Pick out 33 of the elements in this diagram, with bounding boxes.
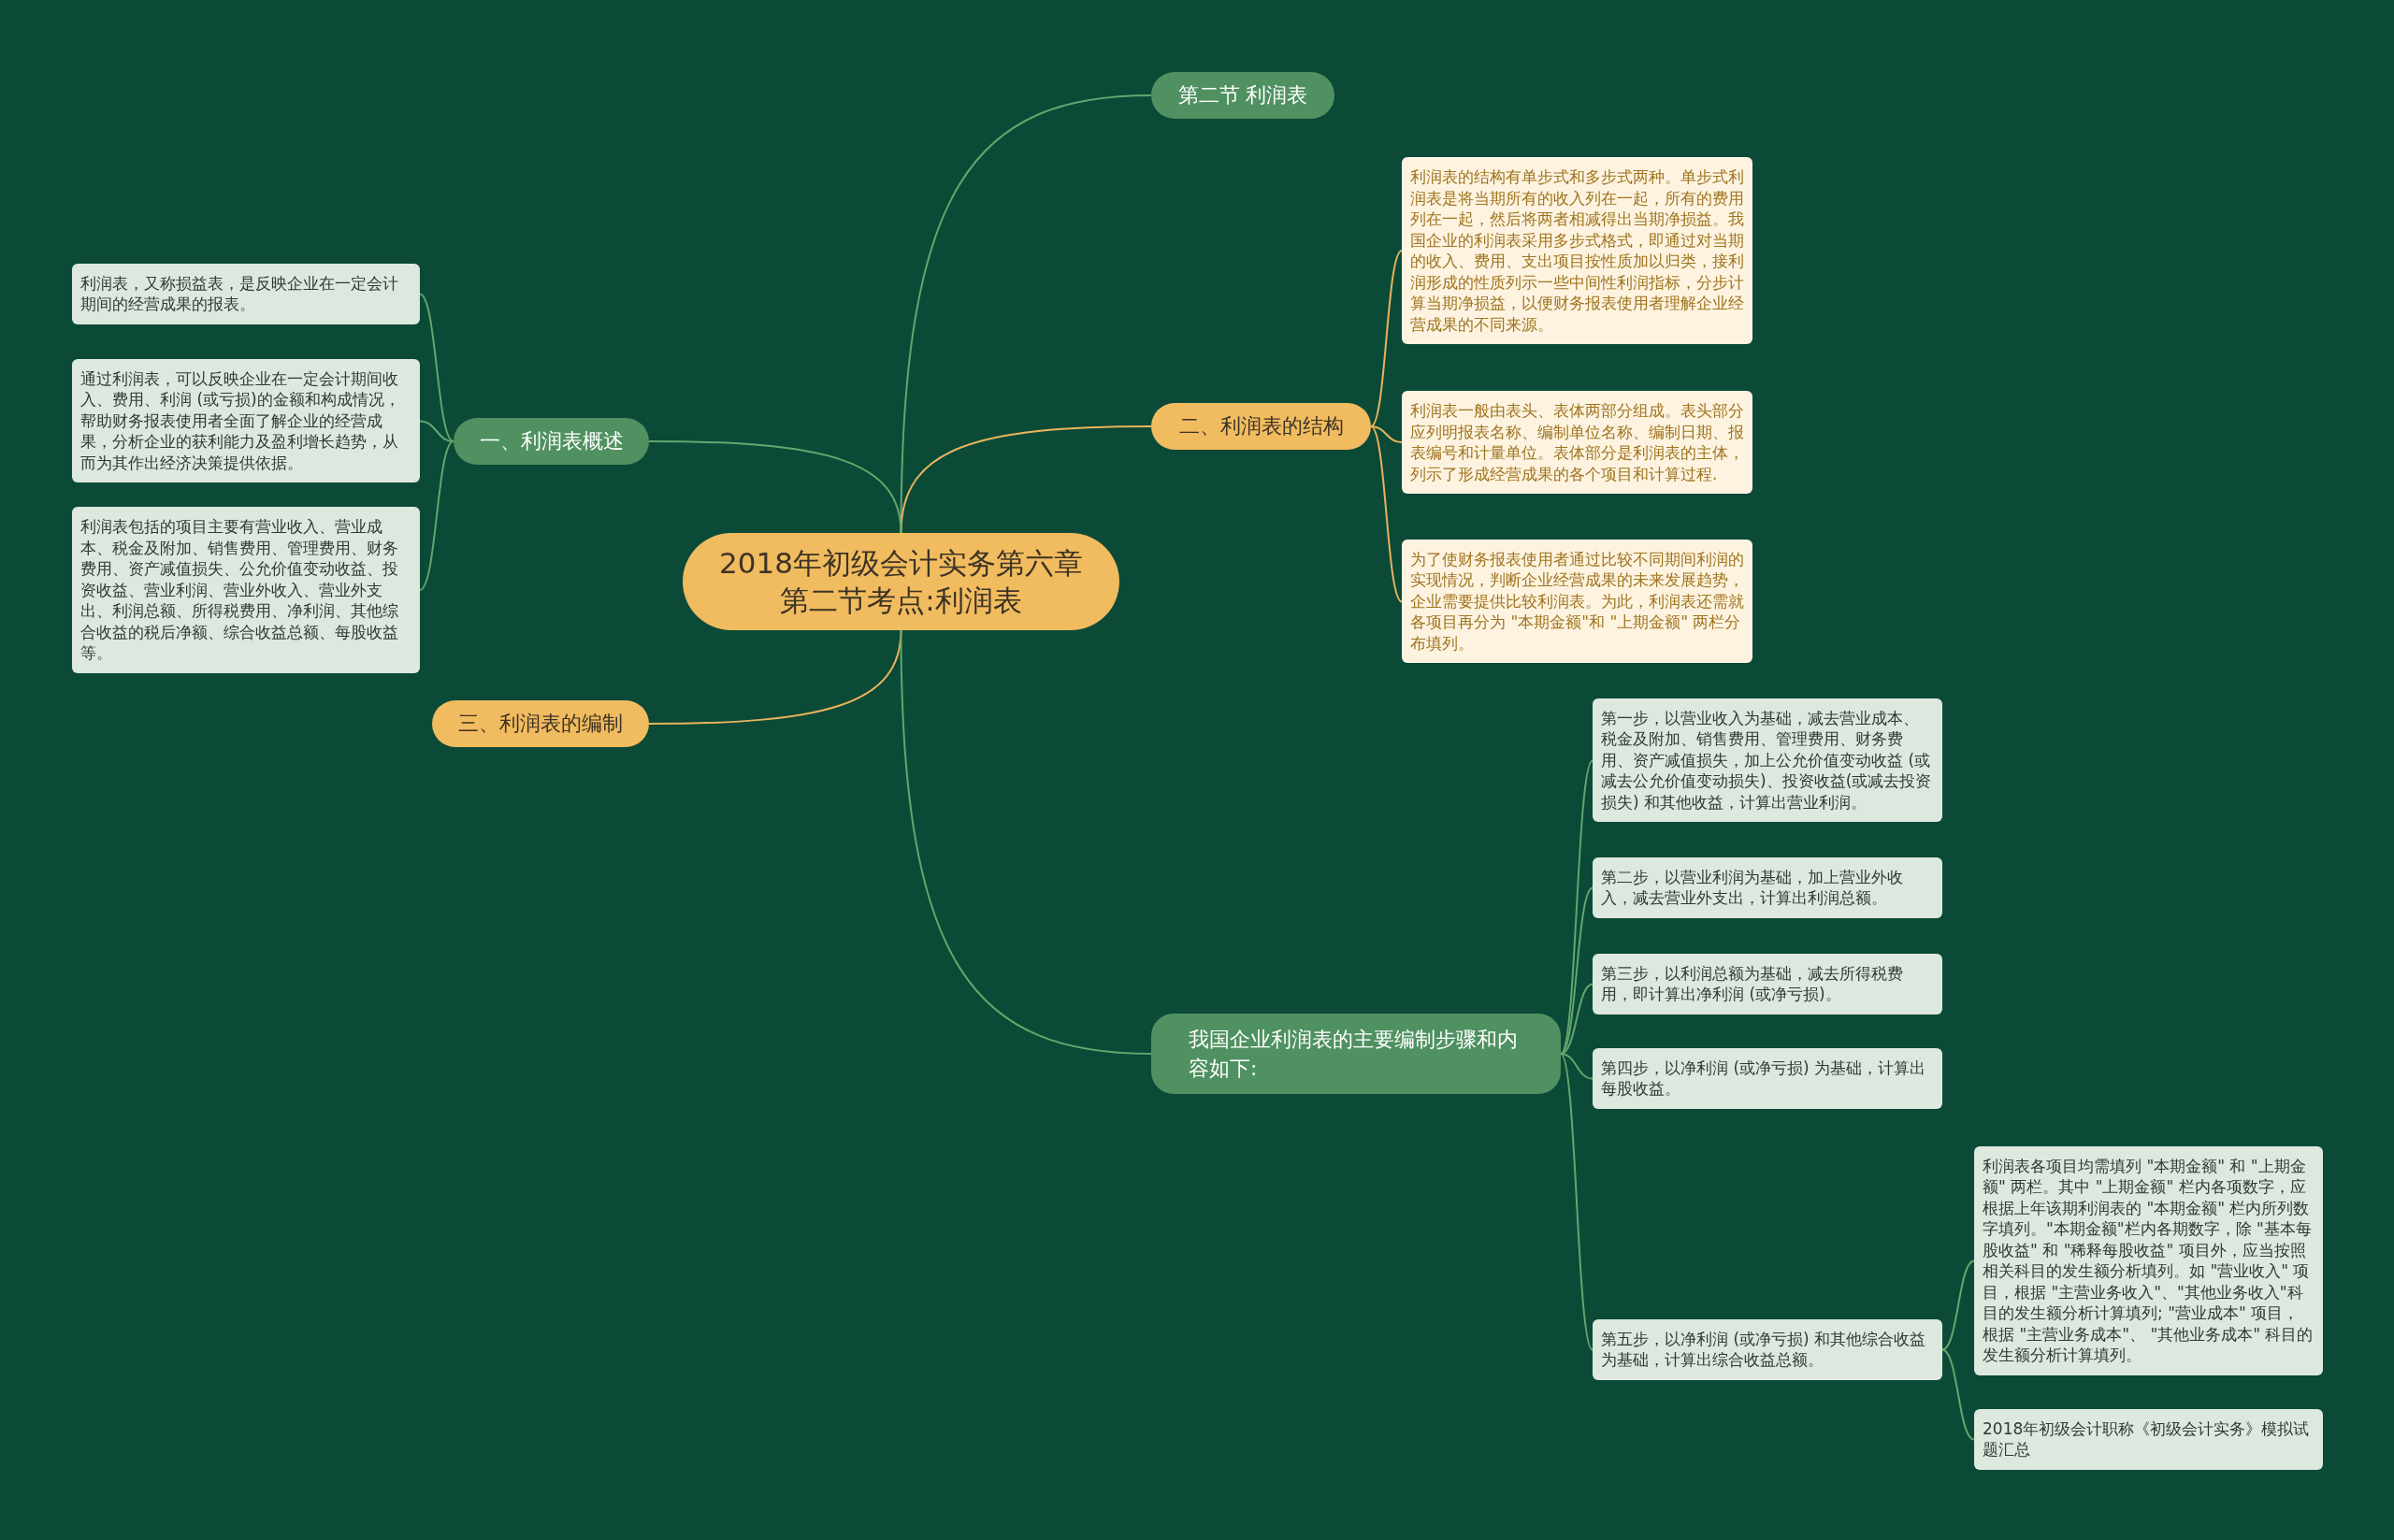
connector-line [419, 293, 454, 442]
note-box: 为了使财务报表使用者通过比较不同期间利润的实现情况，判断企业经营成果的未来发展趋势，企业需要提供比较利润表。为此，利润表还需就各项目再分为 "本期金额"和 "上期金额" 两栏分布填列。 [1402, 539, 1752, 663]
connector-line [648, 629, 902, 725]
connector-line [1560, 1053, 1594, 1080]
topic-box: 我国企业利润表的主要编制步骤和内容如下: [1151, 1014, 1561, 1094]
topic-pill: 二、利润表的结构 [1151, 403, 1371, 450]
note-box: 利润表包括的项目主要有营业收入、营业成本、税金及附加、销售费用、管理费用、财务费用、资产减值损失、公允价值变动收益、投资收益、营业利润、营业外收入、营业外支出、利润总额、所得税费用、净利润、其他综合收益的税后净额、综合收益总额、每股收益等。 [72, 507, 420, 673]
note-box: 第四步，以净利润 (或净亏损) 为基础，计算出每股收益。 [1593, 1047, 1942, 1109]
connector-line [1941, 1348, 1975, 1441]
topic-pill: 三、利润表的编制 [432, 700, 649, 747]
note-box: 第五步，以净利润 (或净亏损) 和其他综合收益为基础，计算出综合收益总额。 [1593, 1318, 1942, 1380]
connector-line [1370, 425, 1403, 603]
connector-line [1370, 250, 1403, 427]
note-box: 第一步，以营业收入为基础，减去营业成本、税金及附加、销售费用、管理费用、财务费用、资产减值损失，加上公允价值变动收益 (或减去公允价值变动损失)、投资收益(或减去投资损失) 和其他收益，计算出营业利润。 [1593, 698, 1942, 822]
note-box: 2018年初级会计职称《初级会计实务》模拟试题汇总 [1974, 1408, 2323, 1470]
note-box: 第二步，以营业利润为基础，加上营业外收入，减去营业外支出，计算出利润总额。 [1593, 856, 1942, 918]
connector-line [1941, 1259, 1975, 1351]
note-box: 利润表一般由表头、表体两部分组成。表头部分应列明报表名称、编制单位名称、编制日期、报表编号和计量单位。表体部分是利润表的主体，列示了形成经营成果的各个项目和计算过程. [1402, 391, 1752, 494]
note-box: 利润表的结构有单步式和多步式两种。单步式利润表是将当期所有的收入列在一起，所有的费用列在一起，然后将两者相减得出当期净损益。我国企业的利润表采用多步式格式，即通过对当期的收入、费用、支出项目按性质加以归类，接利润形成的性质列示一些中间性利润指标，分步计算当期净损益，以便财务报表使用者理解企业经营成果的不同来源。 [1402, 157, 1752, 344]
connector-line [900, 629, 1152, 1055]
connector-line [900, 425, 1152, 534]
note-box: 利润表，又称损益表，是反映企业在一定会计期间的经营成果的报表。 [72, 263, 420, 324]
connector-line [419, 440, 454, 591]
note-box: 通过利润表，可以反映企业在一定会计期间收入、费用、利润 (或亏损)的金额和构成情况，帮助财务报表使用者全面了解企业的经营成果，分析企业的获利能力及盈利增长趋势，从而为其作出经济决策提供依据。 [72, 358, 420, 482]
connector-line [419, 420, 454, 442]
central-topic-box: 2018年初级会计实务第六章第二节考点:利润表 [683, 533, 1119, 630]
connector-line [1370, 425, 1403, 443]
note-box: 第三步，以利润总额为基础，减去所得税费用，即计算出净利润 (或净亏损)。 [1593, 953, 1942, 1015]
topic-pill: 一、利润表概述 [454, 418, 649, 465]
connector-line [648, 440, 902, 534]
connector-line [1560, 1053, 1594, 1351]
topic-pill: 第二节 利润表 [1151, 72, 1334, 119]
note-box: 利润表各项目均需填列 "本期金额" 和 "上期金额" 两栏。其中 "上期金额" 栏内各项数字，应根据上年该期利润表的 "本期金额" 栏内所列数字填列。"本期金额"栏内各期数字，除 "基本每股收益" 和 "稀释每股收益" 项目外，应当按照相关科目的发生额分析填列。如 "营业收入" 项目，根据 "主营业务收入"、"其他业务收入"科目的发生额分析计算填列; "营业成本" 项目，根据 "主营业务成本"、 "其他业务成本" 科目的发生额分析计算填列。 [1974, 1145, 2323, 1375]
